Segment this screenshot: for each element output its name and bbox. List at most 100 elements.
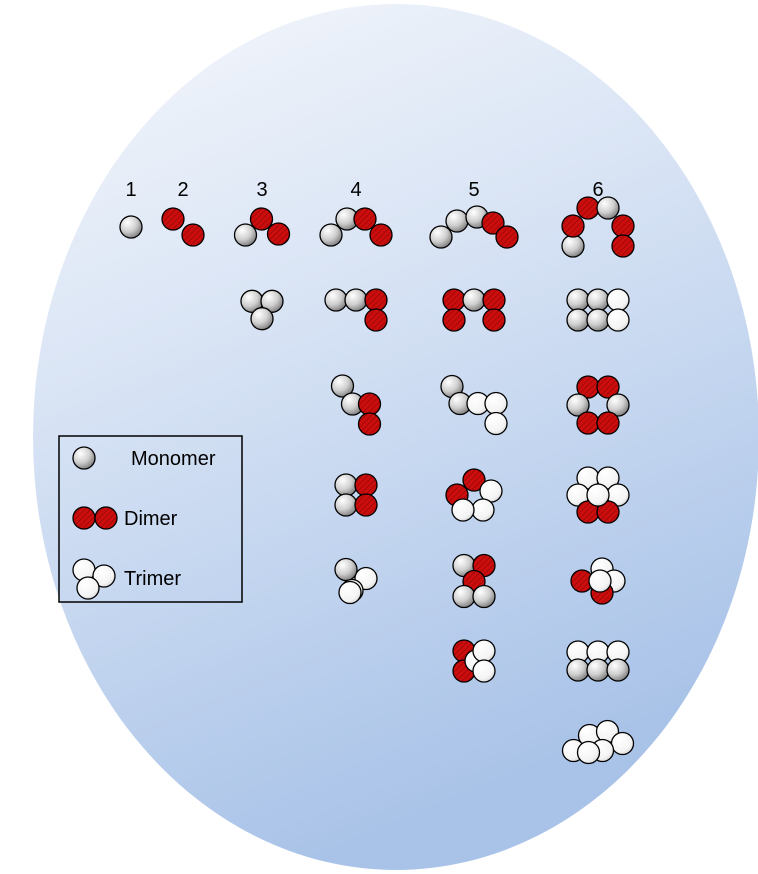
subunit-grey xyxy=(561,234,585,258)
legend-label-trimer: Trimer xyxy=(124,568,181,590)
column-label-1: 1 xyxy=(125,179,136,201)
legend-subunit xyxy=(92,564,116,588)
subunit-red xyxy=(482,308,506,332)
oligomer-4-3 xyxy=(330,374,382,436)
subunit-grey xyxy=(344,288,368,312)
subunit-white xyxy=(588,569,612,593)
subunit-white xyxy=(606,288,630,312)
subunit-grey xyxy=(429,225,453,249)
oligomer-4-1 xyxy=(319,207,393,247)
oligomer-5-2 xyxy=(442,288,506,332)
subunit-white xyxy=(484,391,508,416)
subunit-grey xyxy=(566,288,590,312)
legend-label-monomer: Monomer xyxy=(131,448,216,470)
subunit-red xyxy=(596,500,620,524)
subunit-red xyxy=(364,308,388,332)
oligomer-6-2 xyxy=(566,288,630,332)
subunit-white xyxy=(471,498,495,522)
subunit-red xyxy=(364,288,388,312)
subunit-red xyxy=(357,412,382,436)
oligomer-5-3 xyxy=(440,374,508,436)
subunit-white xyxy=(610,731,635,756)
subunit-red xyxy=(442,288,466,312)
subunit-white xyxy=(596,466,620,490)
subunit-red xyxy=(354,473,378,497)
legend-trimer-icon xyxy=(72,558,116,600)
subunit-grey xyxy=(586,308,610,332)
subunit-red xyxy=(482,288,506,312)
legend-monomer-icon xyxy=(72,446,96,470)
subunit-white xyxy=(338,580,362,605)
subunit-red xyxy=(442,308,466,332)
subunit-red xyxy=(357,392,382,416)
column-label-3: 3 xyxy=(256,179,267,201)
subunit-grey xyxy=(596,196,620,220)
subunit-red xyxy=(596,411,620,435)
subunit-white xyxy=(472,659,496,683)
oligomer-6-6 xyxy=(566,640,630,682)
oligomer-6-5 xyxy=(570,557,626,605)
oligomer-5-6 xyxy=(452,639,496,683)
subunit-grey xyxy=(260,289,284,313)
subunit-grey xyxy=(334,473,358,497)
oligomer-5-1 xyxy=(429,205,519,249)
subunit-red xyxy=(481,211,505,235)
subunit-red xyxy=(181,223,205,247)
subunit-red xyxy=(369,223,393,247)
legend-subunit xyxy=(94,506,118,530)
oligomer-4-5 xyxy=(334,557,378,605)
legend-subunit xyxy=(76,576,100,600)
subunit-grey xyxy=(586,288,610,312)
subunit-white xyxy=(576,740,601,765)
subunit-red xyxy=(354,493,378,517)
oligomer-3-2 xyxy=(240,289,284,331)
subunit-red xyxy=(576,411,600,435)
subunit-grey xyxy=(566,308,590,332)
subunit-white xyxy=(586,483,610,507)
subunit-red xyxy=(462,468,486,492)
oligomer-1-1 xyxy=(119,215,143,239)
legend-label-dimer: Dimer xyxy=(124,508,178,530)
subunit-grey xyxy=(330,374,355,398)
subunit-red xyxy=(495,225,519,249)
subunit-grey xyxy=(119,215,143,239)
column-label-4: 4 xyxy=(350,179,361,201)
subunit-grey xyxy=(334,557,358,582)
subunit-white xyxy=(484,411,508,436)
subunit-grey xyxy=(462,288,486,312)
subunit-grey xyxy=(566,658,590,682)
column-labels: 1 2 3 4 5 6 xyxy=(125,179,603,201)
subunit-red xyxy=(576,196,600,220)
column-label-6: 6 xyxy=(592,179,603,201)
subunit-white xyxy=(606,308,630,332)
legend-subunit xyxy=(72,506,96,530)
oligomer-6-7 xyxy=(561,719,635,765)
oligomer-6-4 xyxy=(566,466,630,524)
oligomer-5-5 xyxy=(452,553,496,609)
oligomer-5-4 xyxy=(445,468,503,522)
legend-dimer-icon xyxy=(72,506,118,530)
legend-subunit xyxy=(72,446,96,470)
subunit-red xyxy=(596,375,620,399)
subunit-grey xyxy=(606,393,630,417)
subunit-grey xyxy=(445,209,469,233)
background-ellipse xyxy=(33,4,758,870)
oligomer-6-1 xyxy=(561,196,635,258)
subunit-grey xyxy=(472,584,496,609)
subunit-red xyxy=(266,222,291,246)
column-label-5: 5 xyxy=(468,179,479,201)
subunit-grey xyxy=(233,223,258,247)
subunit-grey xyxy=(319,223,343,247)
oligomer-6-3 xyxy=(566,375,630,435)
subunit-red xyxy=(561,214,585,238)
subunit-red xyxy=(249,207,274,231)
subunit-grey xyxy=(566,393,590,417)
subunit-grey xyxy=(586,658,610,682)
subunit-grey xyxy=(606,658,630,682)
subunit-grey xyxy=(452,584,476,609)
structures xyxy=(119,196,635,765)
column-label-2: 2 xyxy=(177,179,188,201)
oligomer-4-2 xyxy=(324,288,388,332)
subunit-red xyxy=(611,234,635,258)
